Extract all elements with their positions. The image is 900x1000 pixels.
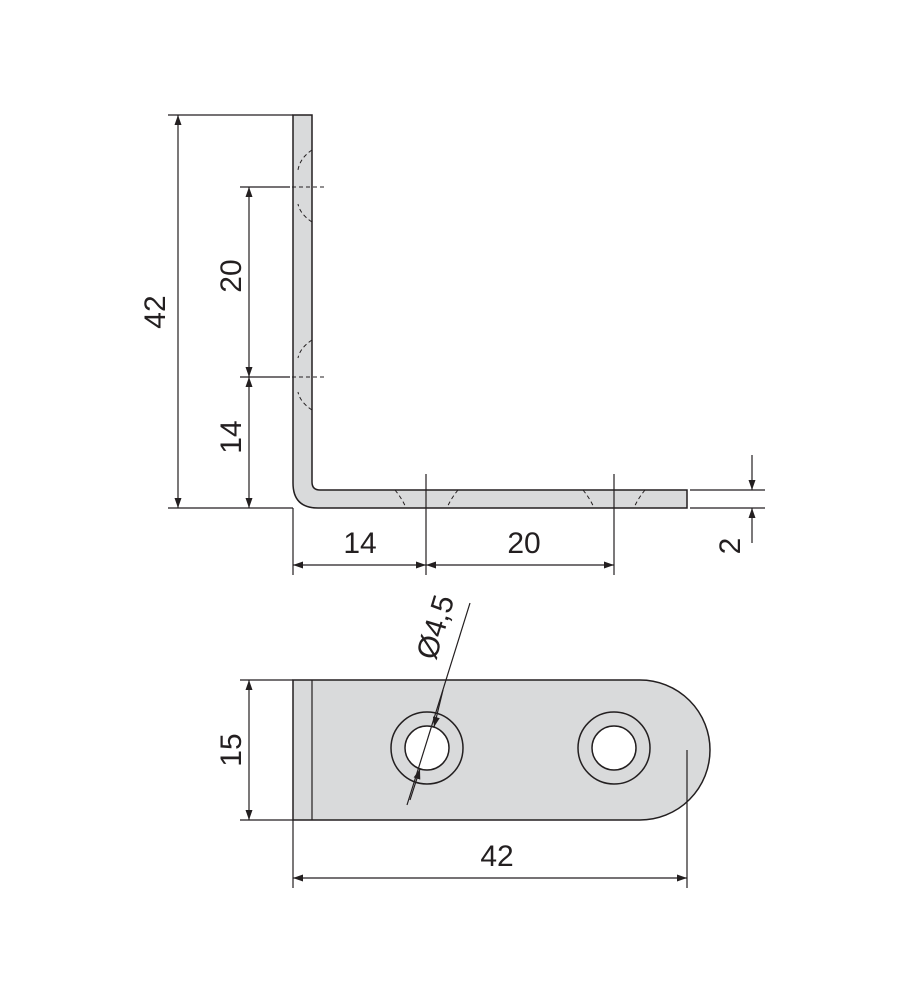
top-view: Ø4,5 15 42 (215, 591, 711, 888)
dim-arrow-hole-diameter-bottom (409, 768, 421, 801)
dim-height-to-first-hole: 14 (215, 420, 248, 453)
dim-length: 42 (480, 840, 513, 873)
dim-length-to-first-hole: 14 (343, 527, 376, 560)
dim-height-hole-spacing: 20 (215, 259, 248, 292)
hole-1 (404, 725, 450, 771)
dim-thickness: 2 (714, 538, 747, 555)
dim-length-hole-spacing: 20 (507, 527, 540, 560)
hole-2 (591, 725, 637, 771)
dim-height-total: 42 (139, 295, 172, 328)
dim-arrow-hole-diameter-top (432, 689, 444, 728)
dim-width: 15 (215, 733, 248, 766)
side-view: 42 20 14 14 20 2 (139, 114, 765, 575)
hidden-hole-lines-vertical (285, 149, 324, 411)
bracket-profile (292, 114, 688, 509)
dim-hole-diameter: Ø4,5 (411, 591, 462, 663)
